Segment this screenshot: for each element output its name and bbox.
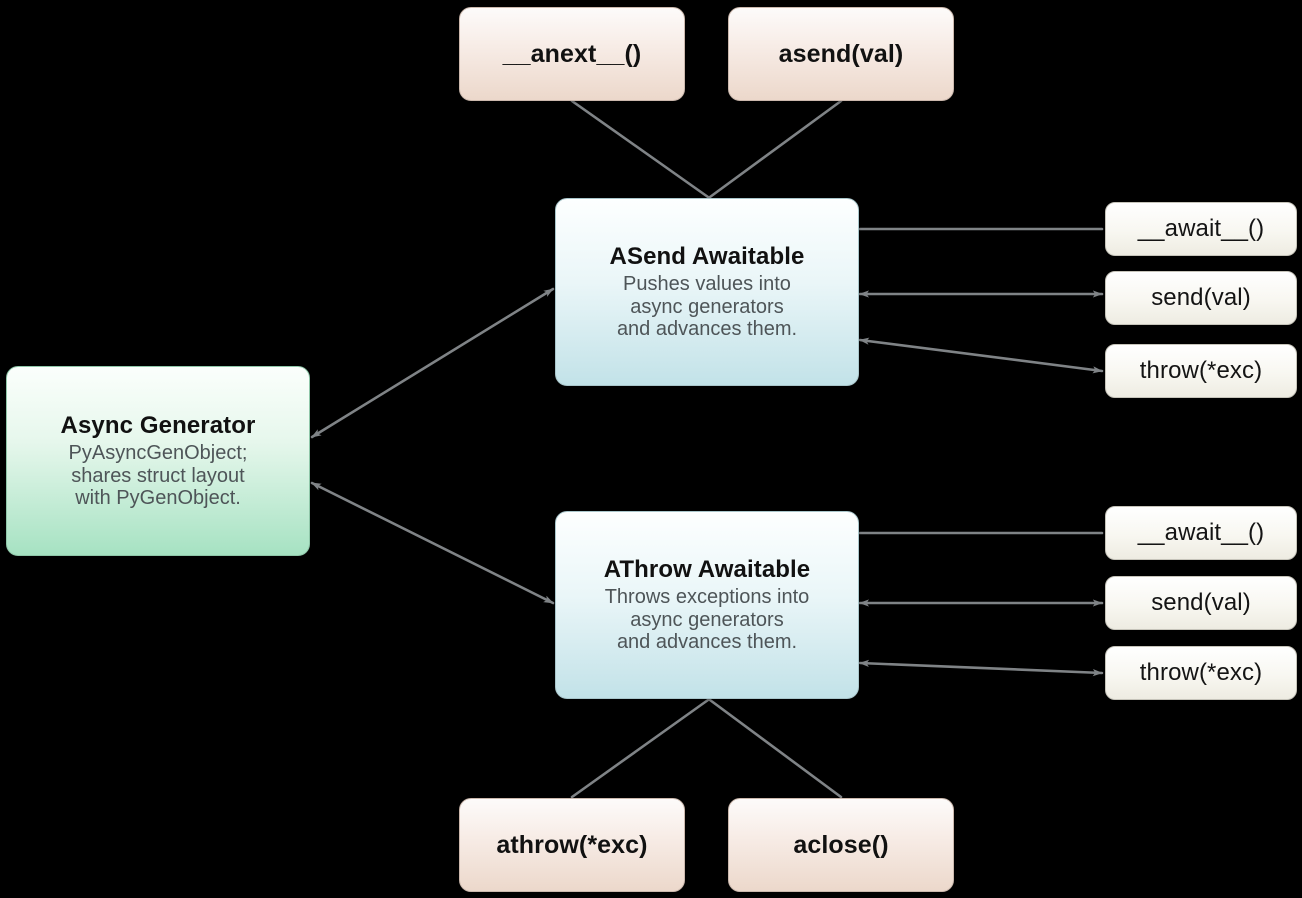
node-anext[interactable]: __anext__() xyxy=(459,7,685,101)
node-asend-slot-await[interactable]: __await__() xyxy=(1105,202,1297,256)
node-asend-awaitable[interactable]: ASend Awaitable Pushes values into async… xyxy=(555,198,859,386)
node-athrow-awaitable-title: AThrow Awaitable xyxy=(603,555,811,583)
node-athrow-slot-send-label: send(val) xyxy=(1151,589,1251,616)
node-async-generator-desc-line-2: shares struct layout xyxy=(71,464,245,487)
node-asend-slot-send-label: send(val) xyxy=(1151,284,1251,311)
node-asend-awaitable-desc-line-2: async generators xyxy=(630,295,784,318)
node-asend-awaitable-title: ASend Awaitable xyxy=(609,242,805,270)
edge-aclose-to-athrow-awaitable xyxy=(708,698,843,799)
node-aclose-label: aclose() xyxy=(793,830,889,859)
node-anext-label: __anext__() xyxy=(502,39,642,68)
node-athrow-slot-send[interactable]: send(val) xyxy=(1105,576,1297,630)
node-asend-label: asend(val) xyxy=(778,39,904,68)
edge-asend-to-asend-awaitable xyxy=(708,99,843,199)
node-athrow-slot-throw-label: throw(*exc) xyxy=(1139,659,1263,686)
node-athrow-awaitable-desc-line-1: Throws exceptions into xyxy=(604,585,810,608)
node-athrow[interactable]: athrow(*exc) xyxy=(459,798,685,892)
node-athrow-label: athrow(*exc) xyxy=(496,830,648,859)
node-asend-slot-await-label: __await__() xyxy=(1137,215,1265,242)
node-asend-slot-throw[interactable]: throw(*exc) xyxy=(1105,344,1297,398)
node-asend-awaitable-desc-line-1: Pushes values into xyxy=(623,272,791,295)
edge-root-athrow-awaitable xyxy=(310,481,555,605)
node-async-generator-desc-line-1: PyAsyncGenObject; xyxy=(68,441,248,464)
node-async-generator-desc-line-3: with PyGenObject. xyxy=(75,487,241,510)
edge-asend-throw-slot xyxy=(858,337,1104,374)
node-async-generator[interactable]: Async Generator PyAsyncGenObject; shares… xyxy=(6,366,310,556)
node-asend-awaitable-desc-line-3: and advances them. xyxy=(616,318,798,341)
edge-athrow-to-athrow-awaitable xyxy=(570,698,710,799)
node-athrow-awaitable[interactable]: AThrow Awaitable Throws exceptions into … xyxy=(555,511,859,699)
edge-anext-to-asend-awaitable xyxy=(570,99,710,199)
edge-athrow-throw-slot xyxy=(858,659,1104,677)
node-asend-slot-throw-label: throw(*exc) xyxy=(1139,357,1263,384)
node-asend-slot-send[interactable]: send(val) xyxy=(1105,271,1297,325)
node-asend[interactable]: asend(val) xyxy=(728,7,954,101)
node-athrow-slot-throw[interactable]: throw(*exc) xyxy=(1105,646,1297,700)
node-athrow-slot-await-label: __await__() xyxy=(1137,519,1265,546)
node-aclose[interactable]: aclose() xyxy=(728,798,954,892)
node-async-generator-title: Async Generator xyxy=(60,411,256,439)
edge-root-asend-awaitable xyxy=(310,287,555,439)
node-athrow-awaitable-desc-line-2: async generators xyxy=(630,608,784,631)
node-athrow-awaitable-desc-line-3: and advances them. xyxy=(616,631,798,654)
node-athrow-slot-await[interactable]: __await__() xyxy=(1105,506,1297,560)
